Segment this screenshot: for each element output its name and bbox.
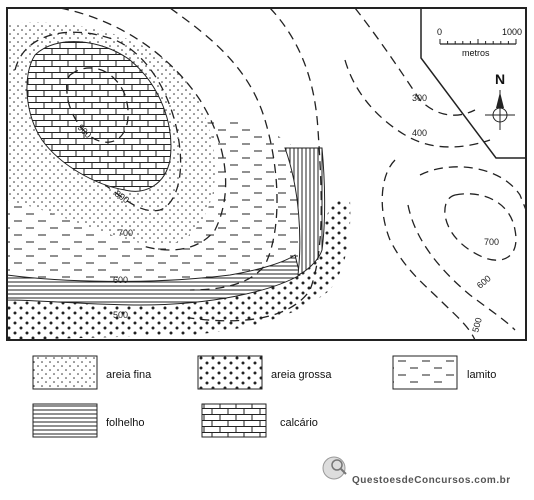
scale-end-label: 1000	[502, 27, 522, 37]
contour-500-east-line	[381, 159, 476, 340]
contour-600-line	[169, 8, 278, 291]
legend-swatch-limestone	[201, 403, 267, 438]
contour-500-line	[189, 8, 322, 322]
legend: areia fina areia grossa lamito folhelho …	[32, 355, 496, 438]
scale-start-label: 0	[437, 27, 442, 37]
legend-label-areia-fina: areia fina	[106, 369, 152, 381]
legend-label-folhelho: folhelho	[106, 417, 145, 429]
contour-label-500-east: 500	[470, 316, 484, 333]
contour-label-700: 700	[118, 228, 133, 238]
shale-unit-east	[284, 147, 326, 276]
legend-item-folhelho: folhelho	[32, 403, 145, 438]
contour-label-600-east: 600	[475, 273, 493, 290]
legend-swatch-fine-sand	[32, 355, 98, 390]
map-frame	[6, 7, 527, 341]
contour-label-500: 500	[113, 310, 128, 320]
legend-swatch-mudstone	[392, 355, 458, 390]
legend-item-calcario: calcário	[201, 403, 318, 438]
limestone-unit	[26, 41, 172, 192]
watermark: QuestoesdeConcursos.com.br	[322, 456, 511, 486]
contour-600-east-line	[407, 166, 526, 331]
contour-700-line	[59, 8, 227, 251]
contour-700-east-line	[444, 193, 517, 261]
contour-label-400: 400	[412, 128, 427, 138]
contour-900-line	[66, 67, 129, 143]
scale-unit-label: metros	[462, 48, 490, 58]
contour-800-line	[14, 31, 182, 212]
north-label: N	[495, 71, 505, 87]
contour-lines	[14, 8, 526, 340]
legend-item-areia-fina: areia fina	[32, 355, 152, 390]
magnifier-icon	[322, 456, 346, 480]
contour-labels: 900 800 700 600 500 300 400 700 600 500	[76, 93, 499, 334]
legend-item-lamito: lamito	[392, 355, 496, 390]
watermark-text: QuestoesdeConcursos.com.br	[352, 475, 511, 486]
geology-layers	[7, 22, 351, 340]
map-inset: 0 1000 metros N	[420, 8, 526, 159]
shale-unit-lower	[7, 254, 301, 306]
legend-swatch-coarse-sand	[197, 355, 263, 390]
legend-label-calcario: calcário	[280, 417, 318, 429]
contour-300-line	[354, 8, 476, 116]
contour-400-line	[344, 59, 491, 148]
legend-item-areia-grossa: areia grossa	[197, 355, 332, 390]
legend-label-areia-grossa: areia grossa	[271, 369, 332, 381]
contour-label-700-east: 700	[484, 237, 499, 247]
contour-label-600: 600	[113, 275, 128, 285]
contour-label-300: 300	[412, 93, 427, 103]
scale-bar: 0 1000 metros	[437, 27, 522, 58]
legend-swatch-shale	[32, 403, 98, 438]
north-arrow-icon: N	[485, 71, 515, 130]
legend-label-lamito: lamito	[467, 369, 496, 381]
coarse-sand-unit	[7, 200, 351, 340]
